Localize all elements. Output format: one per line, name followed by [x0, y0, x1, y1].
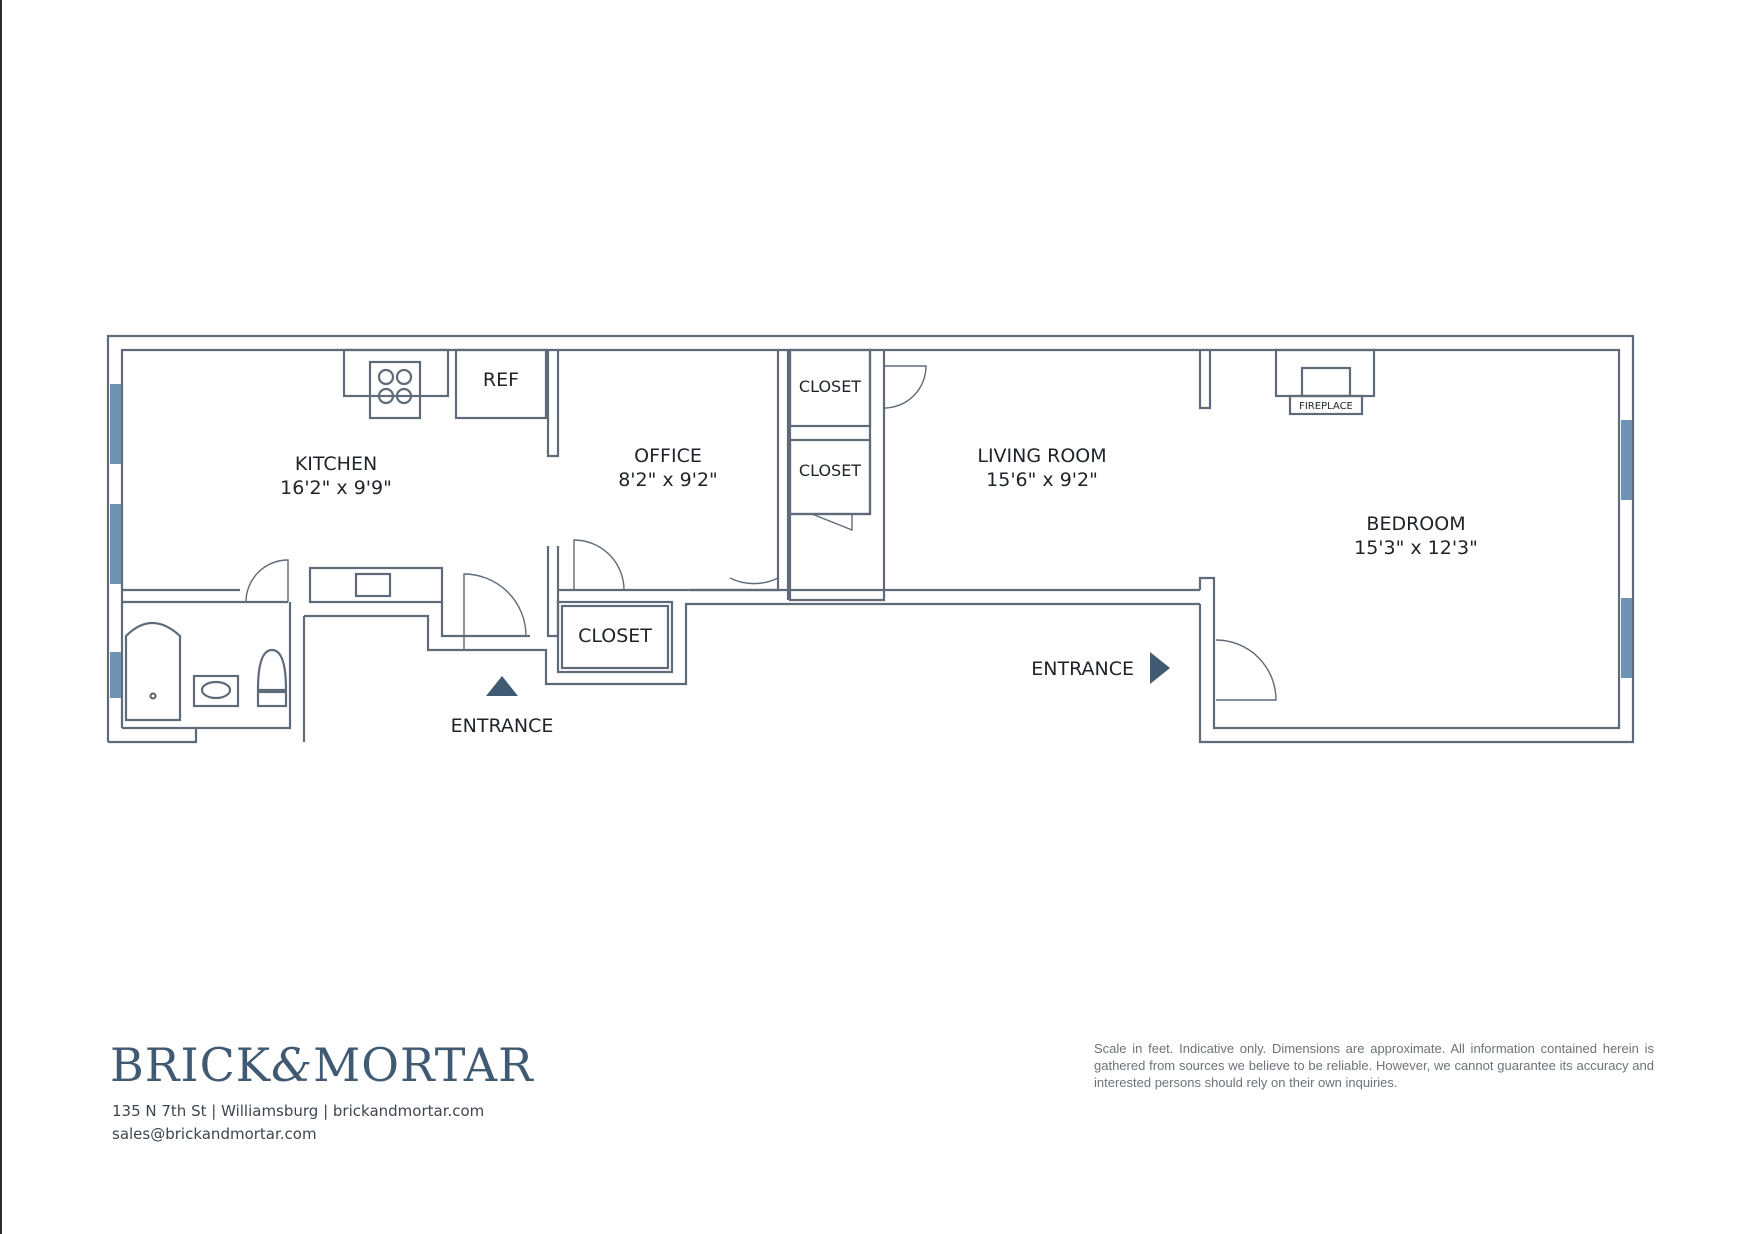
fireplace-label-box — [1288, 394, 1364, 416]
closet-middle-label: CLOSET — [799, 461, 861, 480]
closet-bottom-door-swing — [573, 539, 625, 591]
refrigerator-label: REF — [483, 369, 519, 391]
brand-logo: BRICK&MORTAR — [110, 1038, 534, 1092]
toilet-icon — [256, 648, 288, 692]
toilet-tank-icon — [256, 690, 288, 708]
entrance-label-left: ENTRANCE — [451, 715, 554, 737]
kitchen-entry-door-swing — [463, 573, 527, 650]
fireplace-label: FIREPLACE — [1299, 401, 1353, 412]
brand-ampersand: & — [271, 1038, 314, 1092]
closet-top-outline — [788, 348, 872, 428]
closet-top-door-swing — [883, 365, 927, 409]
windows — [110, 384, 1632, 698]
stove-counter — [342, 348, 450, 398]
closet-bottom-label: CLOSET — [578, 625, 652, 647]
interior-walls — [122, 350, 1216, 638]
window-bedroom-lower — [1621, 598, 1632, 678]
office-door-swing — [729, 524, 779, 585]
footer-email: sales@brickandmortar.com — [112, 1125, 317, 1143]
closet-middle-door-swing — [811, 513, 853, 532]
closet-bottom-outline — [556, 600, 674, 674]
burner-icon — [395, 368, 413, 386]
drain-icon — [149, 692, 157, 700]
closet-bottom-inner — [560, 604, 670, 670]
fireplace-hearth — [1300, 366, 1352, 398]
burner-icon — [377, 368, 395, 386]
bathroom-door-swing — [245, 559, 289, 603]
window-bedroom-upper — [1621, 420, 1632, 500]
living-room-dimensions: 15'6" x 9'2" — [986, 469, 1098, 491]
kitchen-dimensions: 16'2" x 9'9" — [280, 477, 392, 499]
footer-disclaimer: Scale in feet. Indicative only. Dimensio… — [1094, 1041, 1654, 1090]
brand-name-left: BRICK — [110, 1038, 272, 1092]
bedroom-label: BEDROOM — [1366, 513, 1465, 535]
window-kitchen-upper — [110, 384, 121, 464]
living-room-label: LIVING ROOM — [977, 445, 1106, 467]
window-kitchen-lower — [110, 504, 121, 584]
refrigerator-outline — [454, 348, 548, 420]
closet-top-label: CLOSET — [799, 377, 861, 396]
window-bathroom — [110, 652, 121, 698]
burner-icon — [395, 387, 413, 405]
bedroom-dimensions: 15'3" x 12'3" — [1354, 537, 1478, 559]
basin-icon — [200, 680, 232, 700]
sink-counter — [308, 566, 444, 604]
kitchen-label: KITCHEN — [295, 453, 377, 475]
bedroom-door-swing — [1215, 639, 1277, 701]
burner-icon — [377, 387, 395, 405]
office-label: OFFICE — [634, 445, 702, 467]
fireplace-outline — [1274, 348, 1376, 398]
bathroom-sink-icon — [192, 674, 240, 708]
brand-name-right: MORTAR — [313, 1038, 534, 1092]
entrance-label-right: ENTRANCE — [1031, 658, 1134, 680]
entrance-marker-up-icon — [486, 676, 518, 696]
stove-icon — [368, 360, 422, 420]
footer-address: 135 N 7th St | Williamsburg | brickandmo… — [112, 1102, 485, 1120]
page-left-border — [0, 0, 2, 1234]
bathtub-icon — [124, 622, 182, 722]
entrance-marker-right-icon — [1150, 652, 1170, 684]
office-dimensions: 8'2" x 9'2" — [618, 469, 718, 491]
kitchen-sink-icon — [354, 572, 392, 598]
door-swings — [245, 365, 1277, 701]
